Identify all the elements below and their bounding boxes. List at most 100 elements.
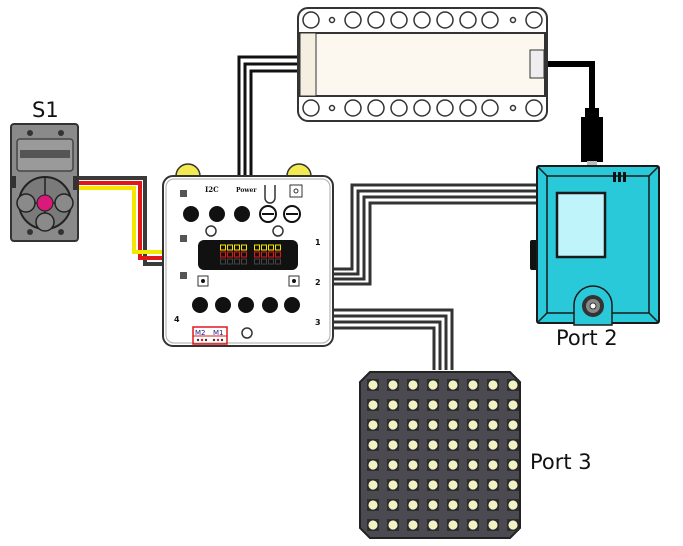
small-hole [328,16,336,24]
led [447,439,459,451]
motor-port-m2-label: M2 [195,329,206,337]
mount-hole [525,11,543,29]
header-pin [254,258,260,265]
port3-wire [333,308,454,370]
led [387,419,399,431]
led [387,519,399,531]
led [467,399,479,411]
led [507,439,519,451]
led [427,479,439,491]
led [447,419,459,431]
header-pin [227,258,233,265]
header-pin [234,244,240,251]
led [367,519,379,531]
led [367,379,379,391]
usb-cable [547,61,603,166]
led [507,479,519,491]
led [427,519,439,531]
mount-hole [390,11,408,29]
header-pin [220,258,226,265]
led [367,459,379,471]
led [367,419,379,431]
led [507,379,519,391]
led [507,499,519,511]
led [427,459,439,471]
led [487,379,499,391]
led [407,379,419,391]
led [407,419,419,431]
led [447,459,459,471]
led [407,459,419,471]
mount-hole [481,11,499,29]
header-pin [254,251,260,258]
mount-hole [436,11,454,29]
small-hole [328,104,336,112]
led [427,419,439,431]
led [367,499,379,511]
led [447,479,459,491]
mount-hole [390,99,408,117]
led [467,379,479,391]
led [367,479,379,491]
led [467,419,479,431]
i2c-label: I2C [205,185,219,194]
header-pin [268,251,274,258]
port-number-4: 4 [174,315,180,324]
port-number-1: 1 [315,238,321,247]
motor-port-m1-label: M1 [213,329,224,337]
display-module [530,165,660,326]
led [387,459,399,471]
led [447,379,459,391]
header-pin [227,251,233,258]
mount-hole [436,99,454,117]
mount-hole [413,99,431,117]
led [387,379,399,391]
led [407,479,419,491]
header-pin [220,251,226,258]
small-hole [509,16,517,24]
led [507,419,519,431]
led [487,439,499,451]
led [467,479,479,491]
power-label: Power [236,187,257,194]
led-grid [367,379,519,531]
header-pin [275,244,281,251]
led [487,519,499,531]
port2-wire [333,183,538,286]
led [387,439,399,451]
led [487,399,499,411]
led [507,459,519,471]
led [487,419,499,431]
mount-hole [481,99,499,117]
mount-hole [459,99,477,117]
led [407,439,419,451]
header-pin [234,251,240,258]
led [367,439,379,451]
header-pin [241,244,247,251]
header-pin [241,258,247,265]
led [487,499,499,511]
header-pin [275,251,281,258]
mount-hole [367,99,385,117]
header-pin [268,258,274,265]
small-hole [509,104,517,112]
port-number-3: 3 [315,318,321,327]
led [407,519,419,531]
joystick-label: S1 [32,98,59,122]
led [447,519,459,531]
led [427,399,439,411]
led [407,499,419,511]
controller-board: I2C Power 1 2 3 4 M2 M1 [162,163,334,347]
led [387,499,399,511]
header-pin [220,244,226,251]
led [387,399,399,411]
led-matrix-module [359,371,521,539]
port-number-2: 2 [315,278,321,287]
mount-hole [302,99,320,117]
mount-hole [413,11,431,29]
led [367,399,379,411]
battery-pack [297,7,548,122]
led [467,439,479,451]
header-pin [275,258,281,265]
header-pin [268,244,274,251]
